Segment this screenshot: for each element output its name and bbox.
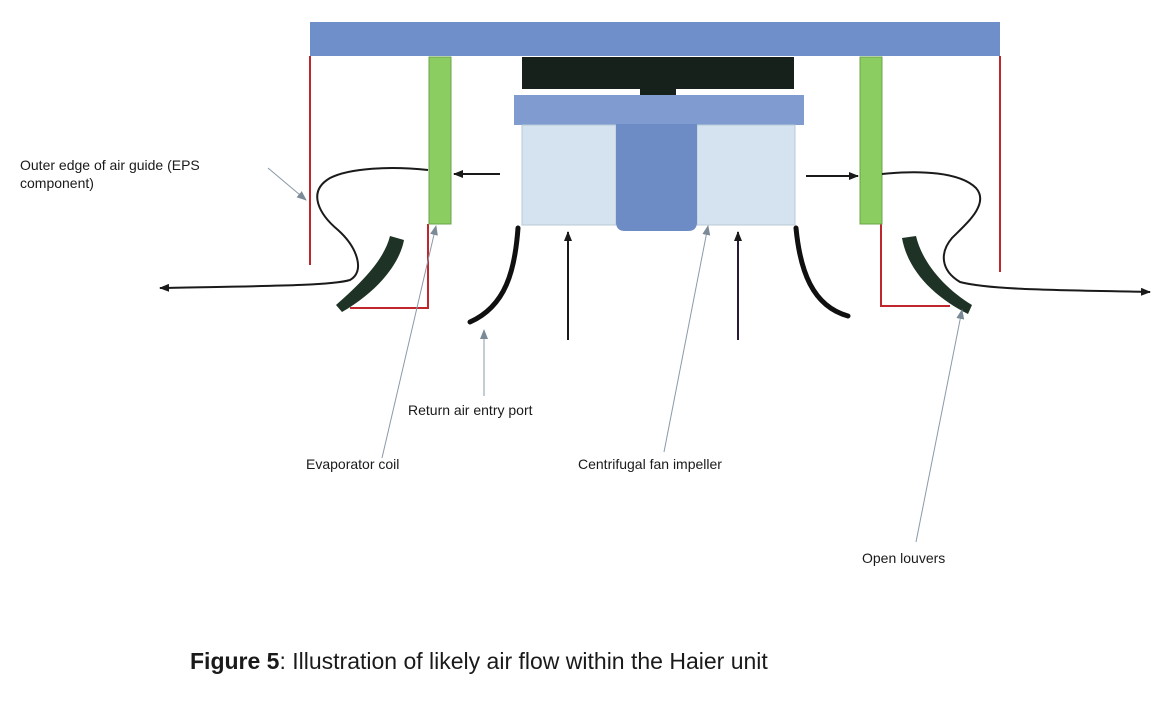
caption-figure-number: Figure 5 <box>190 648 280 674</box>
return-port-wall-left <box>467 225 521 325</box>
motor-shaft <box>640 88 676 97</box>
airflow-right-exit <box>881 171 1151 296</box>
label-return-air: Return air entry port <box>408 402 533 418</box>
fan-housing <box>514 95 804 125</box>
fan-hub <box>616 124 697 231</box>
louver-left-outer <box>336 236 404 312</box>
evaporator-coil-left <box>428 56 452 225</box>
figure-caption: Figure 5: Illustration of likely air flo… <box>190 648 768 675</box>
leader-impeller <box>663 225 711 453</box>
label-outer-edge-line2: component) <box>20 174 94 191</box>
label-outer-edge-line1: Outer edge of air guide (EPS <box>20 157 200 173</box>
label-outer-edge: Outer edge of air guide (EPS component) <box>20 157 200 192</box>
evaporator-coil-right <box>859 56 883 225</box>
air-guide-bottom-left <box>350 224 429 309</box>
top-panel <box>310 22 1000 56</box>
fan-blade-right <box>696 124 796 226</box>
leader-louvers <box>915 309 965 543</box>
airflow-left-exit <box>159 167 429 292</box>
leader-evaporator <box>381 225 438 459</box>
fan-blade-left <box>521 124 617 226</box>
air-guide-bottom-right <box>880 224 950 307</box>
label-impeller: Centrifugal fan impeller <box>578 456 722 472</box>
label-louvers: Open louvers <box>862 550 946 566</box>
label-evaporator: Evaporator coil <box>306 456 400 472</box>
louver-right-outer <box>902 236 972 314</box>
leader-outer-edge <box>267 167 307 201</box>
motor-block <box>522 57 794 89</box>
caption-text: : Illustration of likely air flow within… <box>279 648 768 674</box>
return-port-wall-right <box>793 225 851 319</box>
